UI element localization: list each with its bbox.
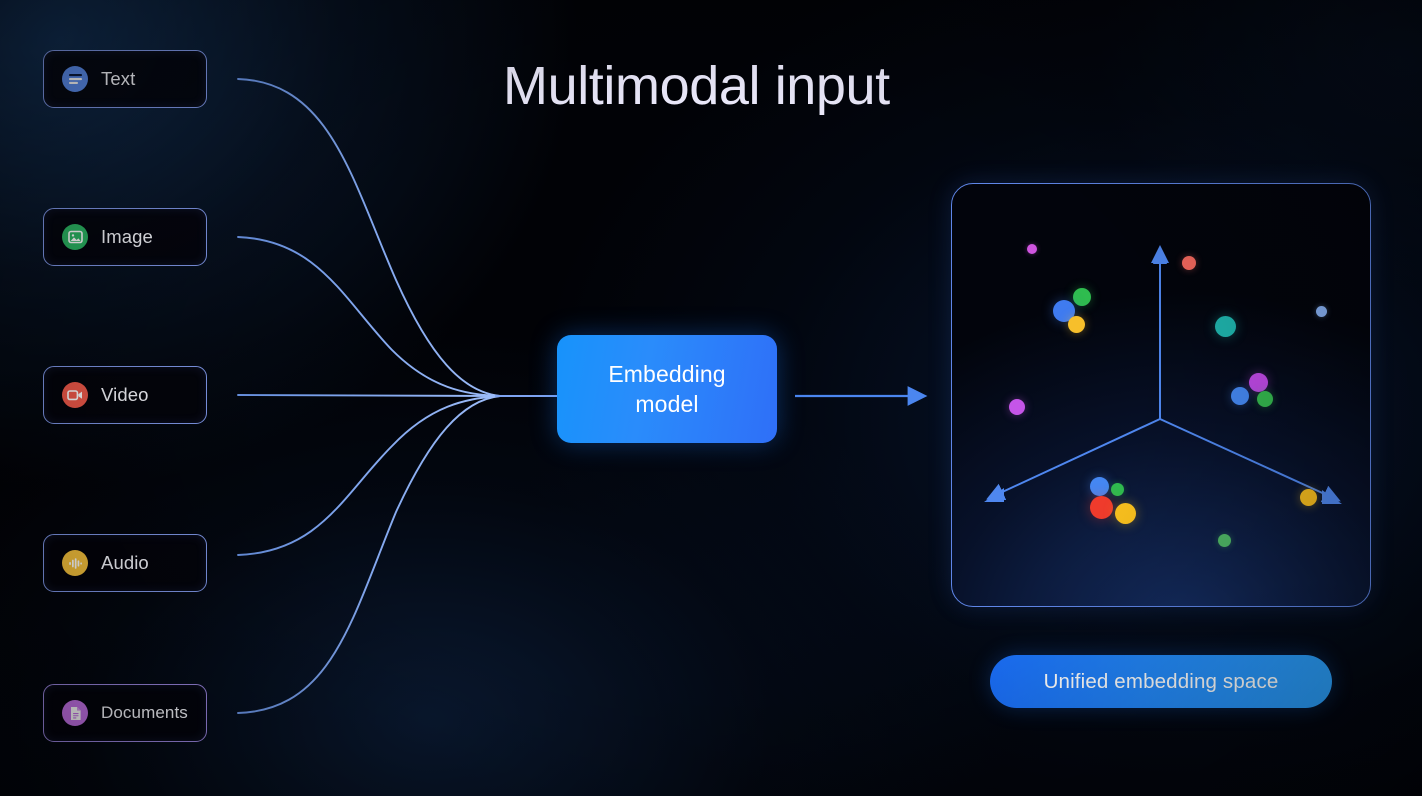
embedding-point: [1110, 482, 1124, 496]
embedding-point: [1217, 533, 1231, 547]
input-chip-image[interactable]: Image: [43, 208, 207, 266]
embedding-space-panel: [951, 183, 1371, 607]
embedding-point: [1009, 399, 1025, 415]
input-chip-text[interactable]: Text: [43, 50, 207, 108]
input-chip-label: Text: [101, 68, 136, 89]
image-icon: [62, 224, 88, 250]
page-title: Multimodal input: [503, 56, 890, 116]
embedding-point: [1067, 315, 1085, 333]
embedding-point: [1089, 495, 1113, 519]
embedding-point: [1089, 476, 1109, 496]
embedding-model-label-line2: model: [635, 391, 699, 417]
embedding-point: [1257, 391, 1273, 407]
unified-embedding-space-pill[interactable]: Unified embedding space: [990, 655, 1332, 708]
unified-embedding-space-label: Unified embedding space: [1043, 669, 1279, 693]
input-chip-audio[interactable]: Audio: [43, 534, 207, 592]
embedding-point: [1073, 288, 1091, 306]
input-curves: [237, 78, 501, 714]
embedding-axes: [984, 245, 1342, 504]
embedding-model-label-line1: Embedding: [608, 361, 726, 387]
video-camera-icon: [62, 382, 88, 408]
input-chip-video[interactable]: Video: [43, 366, 207, 424]
document-icon: [62, 700, 88, 726]
embedding-point: [1114, 502, 1136, 524]
embedding-point: [1182, 256, 1196, 270]
input-chip-label: Documents: [101, 703, 188, 722]
audio-wave-icon: [62, 550, 88, 576]
embedding-point: [1248, 372, 1268, 392]
input-chip-label: Video: [101, 384, 149, 405]
embedding-model-box[interactable]: Embedding model: [557, 335, 777, 443]
embedding-point: [1214, 315, 1236, 337]
embedding-point: [1299, 488, 1317, 506]
input-chip-label: Audio: [101, 552, 149, 573]
text-lines-icon: [62, 66, 88, 92]
input-chip-label: Image: [101, 226, 153, 247]
embedding-point: [1231, 387, 1249, 405]
embedding-point: [1315, 305, 1327, 317]
embedding-point: [1027, 244, 1037, 254]
axis-arrowheads: [984, 246, 1342, 504]
input-chip-documents[interactable]: Documents: [43, 684, 207, 742]
